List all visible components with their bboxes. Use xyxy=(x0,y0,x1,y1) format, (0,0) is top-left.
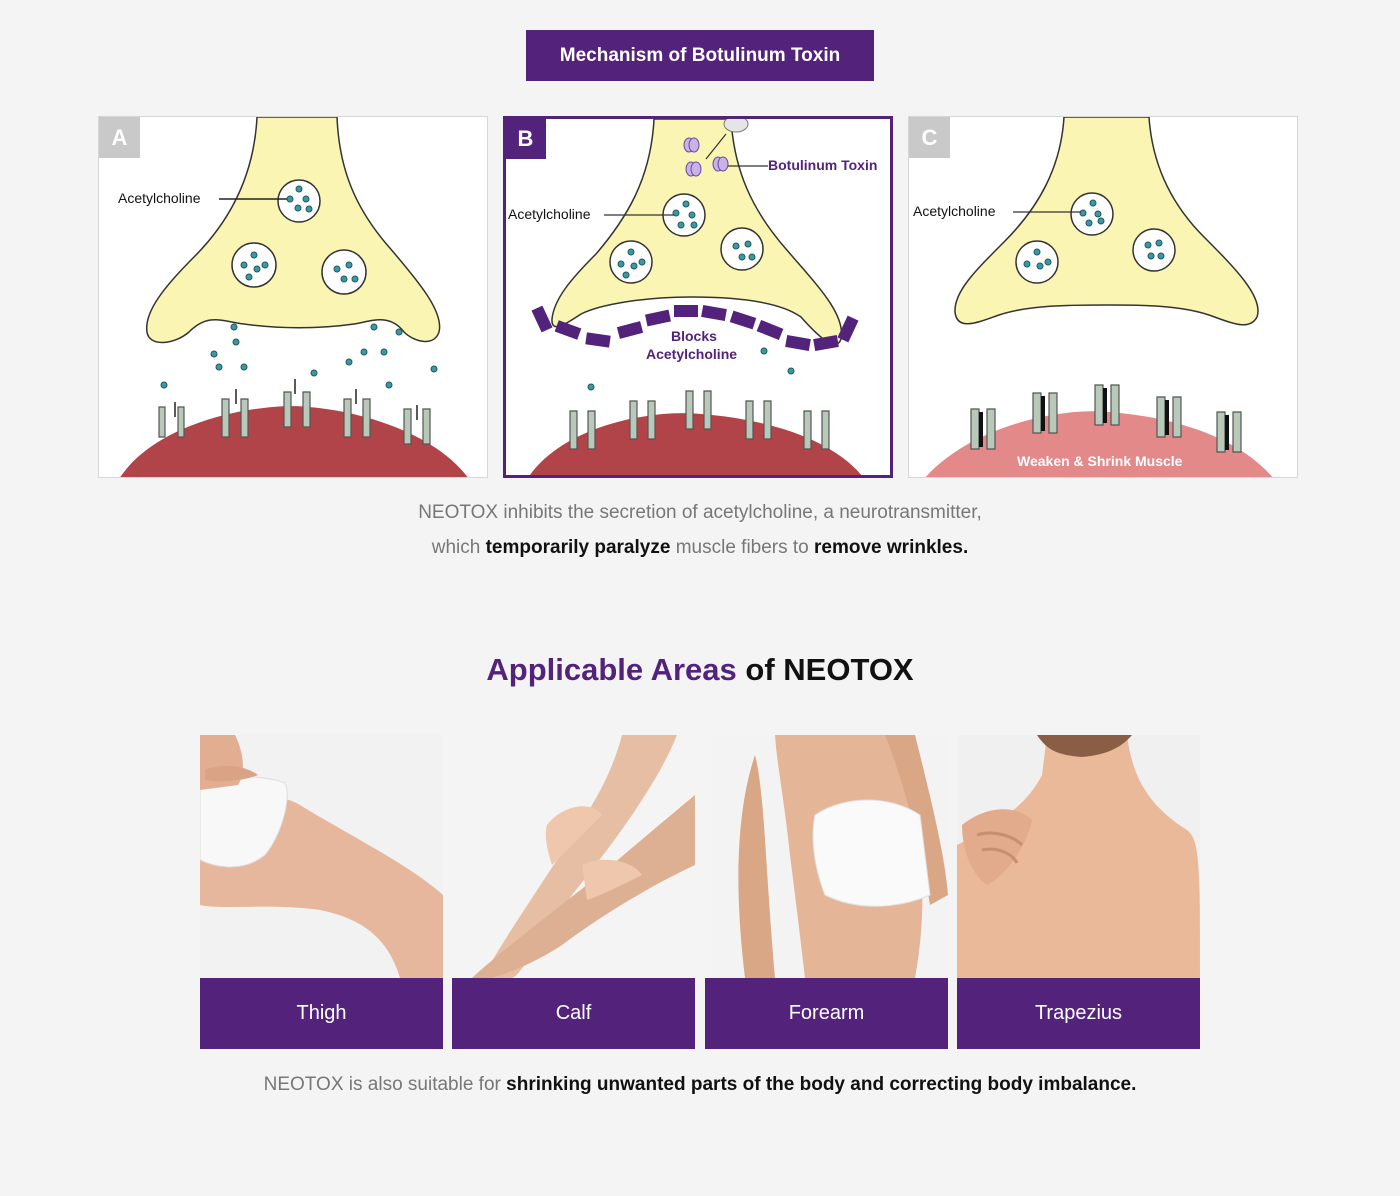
panel-letter: A xyxy=(99,117,140,158)
botulinum-toxin-label: Botulinum Toxin xyxy=(768,157,878,173)
area-card-thigh: Thigh xyxy=(200,735,443,1049)
mechanism-description-line2: which temporarily paralyze muscle fibers… xyxy=(0,537,1400,559)
weaken-muscle-label: Weaken & Shrink Muscle xyxy=(1017,453,1183,469)
calf-photo xyxy=(452,735,695,978)
desc-text: muscle fibers to xyxy=(670,537,815,558)
diagram-panel-c: C Acetylcholine Weaken & Shrink Muscle xyxy=(908,116,1298,478)
thigh-photo xyxy=(200,735,443,978)
mechanism-title: Mechanism of Botulinum Toxin xyxy=(526,30,874,81)
area-card-forearm: Forearm xyxy=(705,735,948,1049)
trapezius-photo xyxy=(957,735,1200,978)
diagram-panel-a: A Acetylcholine xyxy=(98,116,488,478)
desc-bold-wrinkles: remove wrinkles. xyxy=(814,537,969,558)
area-card-calf: Calf xyxy=(452,735,695,1049)
area-label: Forearm xyxy=(705,978,948,1049)
mechanism-description-line1: NEOTOX inhibits the secretion of acetylc… xyxy=(418,502,982,523)
footer-description: NEOTOX is also suitable for shrinking un… xyxy=(0,1074,1400,1096)
footer-bold: shrinking unwanted parts of the body and… xyxy=(506,1074,1137,1095)
forearm-photo xyxy=(705,735,948,978)
blocks-label-line1: Blocks xyxy=(671,328,717,344)
synapse-illustration-b xyxy=(530,119,862,475)
acetylcholine-label: Acetylcholine xyxy=(118,190,201,206)
diagram-panel-b: B Botulinum Toxin Acetylcholine Blocks A… xyxy=(503,116,893,478)
panel-letter: B xyxy=(506,119,546,159)
desc-bold-paralyze: temporarily paralyze xyxy=(485,537,671,558)
title-accent: Applicable Areas xyxy=(486,652,737,687)
desc-text: which xyxy=(431,537,486,558)
area-label: Calf xyxy=(452,978,695,1049)
synapse-illustration-c xyxy=(925,117,1273,477)
synapse-illustration-a xyxy=(120,117,468,477)
area-card-trapezius: Trapezius xyxy=(957,735,1200,1049)
area-label: Trapezius xyxy=(957,978,1200,1049)
blocks-label-line2: Acetylcholine xyxy=(646,346,738,362)
title-rest: of NEOTOX xyxy=(736,652,914,687)
applicable-areas-title: Applicable Areas of NEOTOX xyxy=(0,652,1400,688)
panel-letter: C xyxy=(909,117,950,158)
area-label: Thigh xyxy=(200,978,443,1049)
acetylcholine-label: Acetylcholine xyxy=(913,203,996,219)
footer-text: NEOTOX is also suitable for xyxy=(263,1074,507,1095)
acetylcholine-label: Acetylcholine xyxy=(508,206,591,222)
